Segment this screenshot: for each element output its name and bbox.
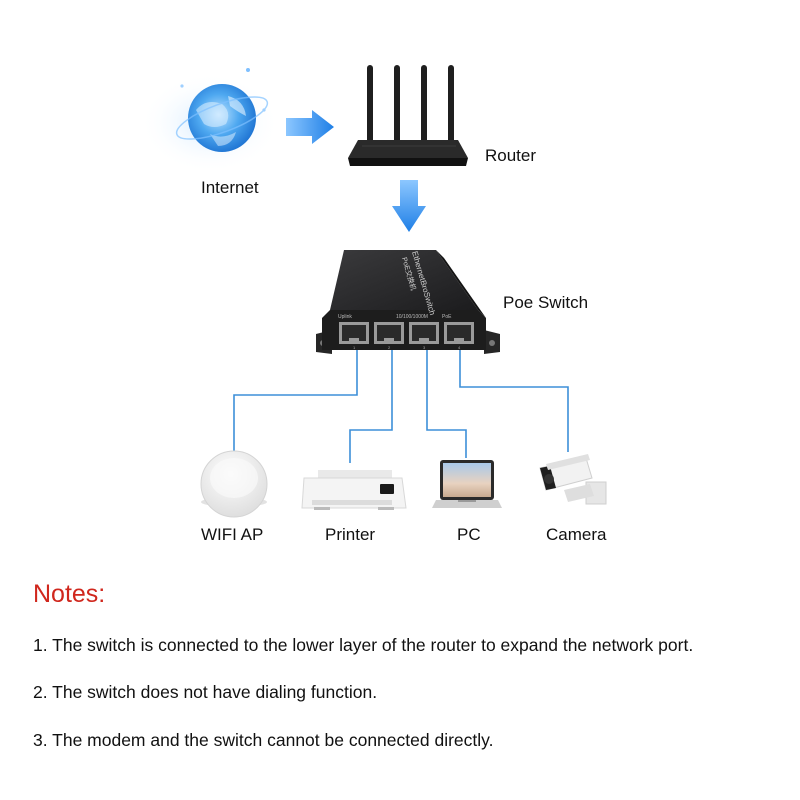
- note-item-2: 2. The switch does not have dialing func…: [33, 682, 378, 702]
- poe-switch-icon: Uplink 10/100/1000M PoE 1 2 3 4 Ethern: [316, 250, 500, 354]
- svg-text:Uplink: Uplink: [338, 314, 352, 320]
- arrow-internet-to-router: [286, 110, 334, 144]
- switch-port-2: [374, 322, 404, 344]
- svg-text:4: 4: [458, 345, 461, 350]
- svg-text:2: 2: [388, 345, 391, 350]
- svg-text:PoE: PoE: [442, 314, 452, 320]
- printer-icon: [301, 470, 407, 510]
- wifi-ap-icon: [200, 450, 268, 518]
- pc-label: PC: [457, 525, 481, 544]
- cable-port1-to-wifi-ap: [233, 350, 358, 452]
- switch-port-4: [444, 322, 474, 344]
- camera-label: Camera: [546, 525, 607, 544]
- switch-port-3: [409, 322, 439, 344]
- svg-text:3: 3: [423, 345, 426, 350]
- svg-text:1: 1: [353, 345, 356, 350]
- printer-label: Printer: [325, 525, 376, 544]
- security-camera-icon: [539, 454, 607, 505]
- cable-port4-to-camera: [459, 350, 569, 452]
- cable-port2-to-printer: [349, 350, 393, 463]
- wifi-ap-label: WIFI AP: [201, 525, 264, 544]
- internet-label: Internet: [201, 178, 259, 197]
- note-item-3: 3. The modem and the switch cannot be co…: [33, 730, 494, 750]
- svg-text:10/100/1000M: 10/100/1000M: [396, 314, 428, 320]
- poe-switch-label: Poe Switch: [503, 293, 589, 312]
- note-item-1: 1. The switch is connected to the lower …: [33, 635, 694, 655]
- arrow-router-to-switch: [392, 180, 426, 232]
- router-label: Router: [485, 146, 537, 165]
- switch-port-1: [339, 322, 369, 344]
- network-cables: [233, 350, 569, 463]
- internet-globe-icon: [140, 68, 280, 173]
- notes-title: Notes:: [33, 580, 106, 608]
- laptop-pc-icon: [432, 460, 502, 508]
- router-icon: [348, 65, 468, 166]
- cable-port3-to-pc: [426, 350, 467, 458]
